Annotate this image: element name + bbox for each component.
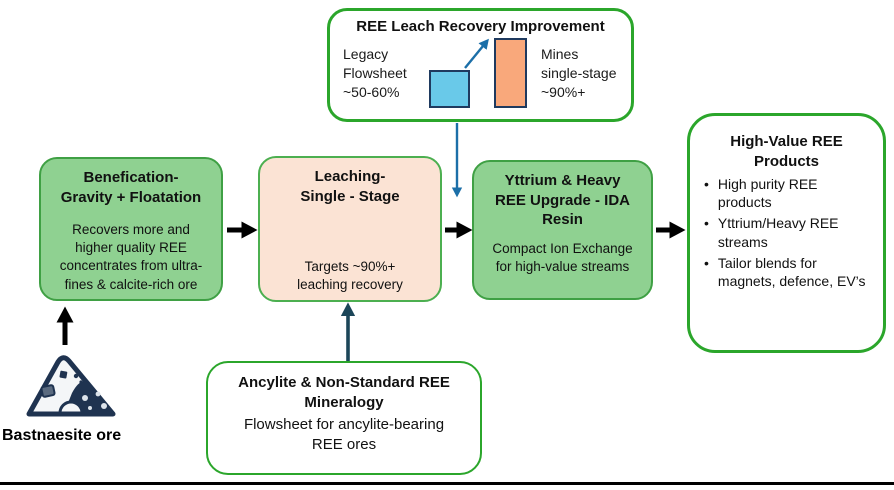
products-bullet-item: • Tailor blends for magnets, defence, EV… <box>704 254 873 290</box>
mines-single-stage-label: Mines single-stage ~90%+ <box>541 46 617 100</box>
mines-bar <box>494 38 527 108</box>
products-bullet-item: • High purity REE products <box>704 175 873 211</box>
ore-label: Bastnaesite ore <box>2 427 122 444</box>
yttrium-body: Compact Ion Exchange for high-value stre… <box>492 240 633 274</box>
bullet-text: Yttrium/Heavy REE streams <box>717 215 839 250</box>
bullet-text: High purity REE products <box>717 176 818 211</box>
leach-recovery-callout: REE Leach Recovery Improvement Legacy Fl… <box>327 8 634 122</box>
bottom-divider-line <box>0 482 894 485</box>
yttrium-title: Yttrium & Heavy REE Upgrade - IDA Resin <box>494 172 630 228</box>
ancylite-title: Ancylite & Non-Standard REE Mineralogy <box>238 374 450 412</box>
yttrium-upgrade-box: Yttrium & Heavy REE Upgrade - IDA Resin … <box>472 160 653 300</box>
leaching-body: Targets ~90%+ leaching recovery <box>297 259 403 293</box>
bullet-dot: • <box>704 176 709 192</box>
legacy-bar <box>429 70 470 108</box>
bastnaesite-ore-icon <box>26 355 116 417</box>
bullet-dot: • <box>704 215 709 232</box>
callout-title: REE Leach Recovery Improvement <box>356 18 605 35</box>
leaching-title: Leaching- Single - Stage <box>300 168 400 205</box>
ancylite-body: Flowsheet for ancylite-bearing REE ores <box>243 415 445 453</box>
benefication-title: Benefication- Gravity + Floatation <box>60 169 202 206</box>
ancylite-mineralogy-box: Ancylite & Non-Standard REE Mineralogy F… <box>206 361 482 475</box>
high-value-products-box: High-Value REE Products • High purity RE… <box>687 113 886 353</box>
leaching-box: Leaching- Single - Stage Targets ~90%+ l… <box>258 156 442 302</box>
legacy-flowsheet-label: Legacy Flowsheet ~50-60% <box>343 46 407 100</box>
benefication-box: Benefication- Gravity + Floatation Recov… <box>39 157 223 301</box>
products-title: High-Value REE Products <box>730 133 843 170</box>
products-bullet-item: • Yttrium/Heavy REE streams <box>704 214 873 250</box>
benefication-body: Recovers more and higher quality REE con… <box>59 222 203 292</box>
products-bullet-list: • High purity REE products • Yttrium/Hea… <box>690 175 883 290</box>
bullet-dot: • <box>704 254 709 271</box>
bullet-text: Tailor blends for magnets, defence, EV’s <box>717 254 866 289</box>
